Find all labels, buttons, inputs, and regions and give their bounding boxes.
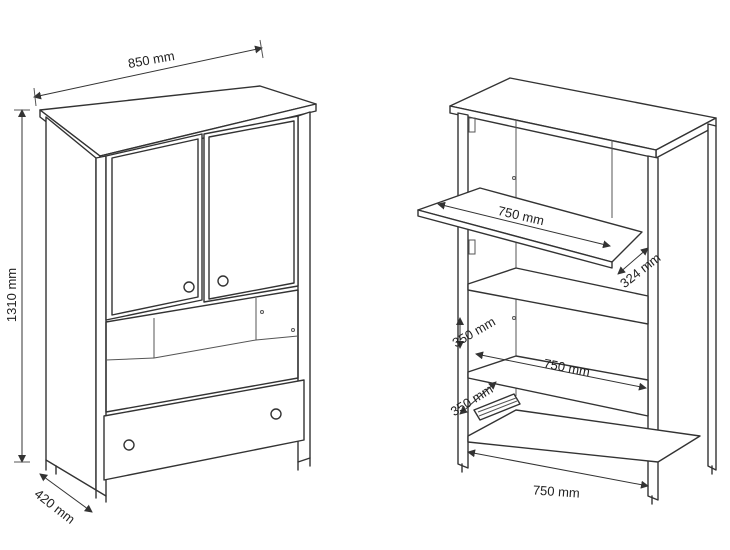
drawer: [103, 379, 305, 481]
right-door-knob-icon: [217, 275, 229, 287]
drawer-knob-icon: [270, 408, 282, 420]
dim-height-1310: 1310 mm: [4, 109, 30, 463]
dim-gap-upper: 350 mm: [450, 314, 498, 350]
bottom-width-label: 750 mm: [532, 482, 580, 500]
height-label: 1310 mm: [4, 268, 19, 322]
width-label: 850 mm: [127, 48, 176, 71]
right-cabinet: [417, 77, 717, 505]
dim-bottom-width: 750 mm: [467, 449, 649, 501]
gap-upper-label: 350 mm: [450, 314, 498, 350]
left-door-knob-icon: [183, 281, 195, 293]
depth-label: 420 mm: [32, 486, 78, 527]
drawer-knob-icon: [123, 439, 135, 451]
left-cabinet: [39, 85, 317, 503]
